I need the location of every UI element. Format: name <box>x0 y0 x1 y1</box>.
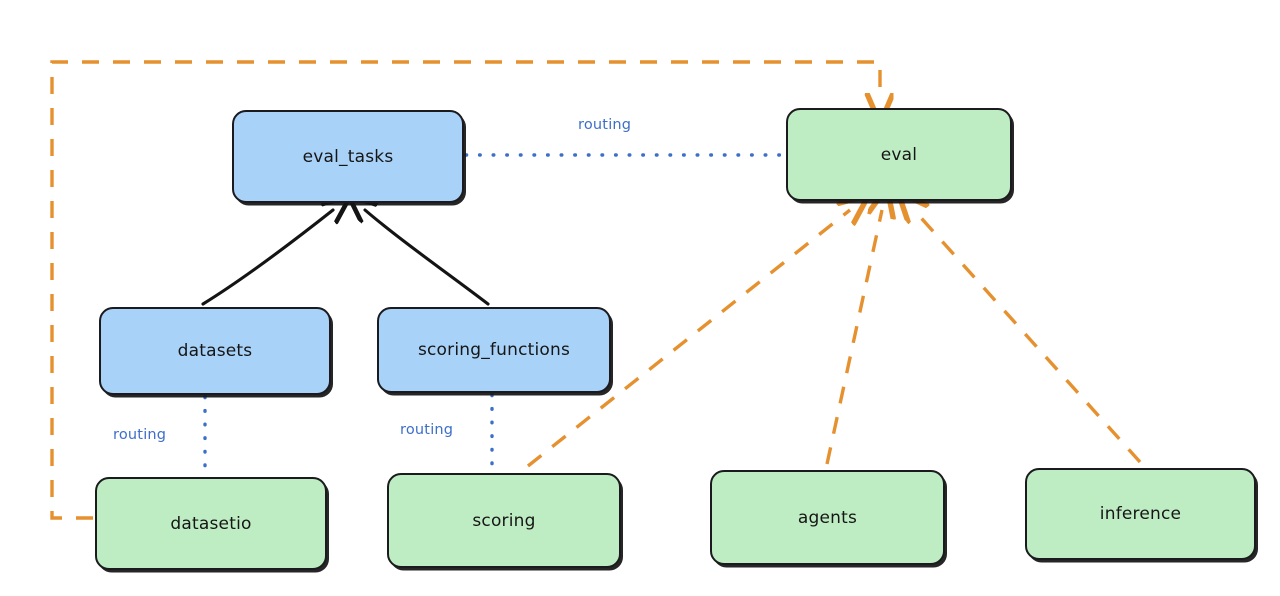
node-eval-tasks[interactable]: eval_tasks <box>232 110 464 203</box>
node-inference[interactable]: inference <box>1025 468 1256 560</box>
edge-label-routing-eval: routing <box>578 117 632 133</box>
node-scoring[interactable]: scoring <box>387 473 621 568</box>
node-scoring-functions-label: scoring_functions <box>417 340 571 360</box>
node-datasetio[interactable]: datasetio <box>95 477 327 570</box>
edge-label-routing-scoring: routing <box>400 422 454 438</box>
node-eval-tasks-label: eval_tasks <box>302 146 394 167</box>
edge-label-routing-datasets: routing <box>113 427 167 443</box>
node-agents-label: agents <box>797 507 858 528</box>
edge-datasets-to-eval-tasks <box>201 210 333 306</box>
node-inference-label: inference <box>1099 504 1182 524</box>
node-datasets-label: datasets <box>177 341 253 361</box>
node-scoring-functions[interactable]: scoring_functions <box>377 307 611 393</box>
node-eval-label: eval <box>880 144 918 165</box>
node-agents[interactable]: agents <box>710 470 945 565</box>
node-datasets[interactable]: datasets <box>99 307 331 395</box>
edge-scoring-functions-to-eval-tasks <box>365 210 490 306</box>
edge-datasetio-to-eval <box>50 60 880 520</box>
edge-agents-to-eval <box>825 210 882 465</box>
node-datasetio-label: datasetio <box>170 513 252 534</box>
node-eval[interactable]: eval <box>786 108 1012 201</box>
edge-inference-to-eval <box>914 210 1142 464</box>
node-scoring-label: scoring <box>472 510 536 531</box>
